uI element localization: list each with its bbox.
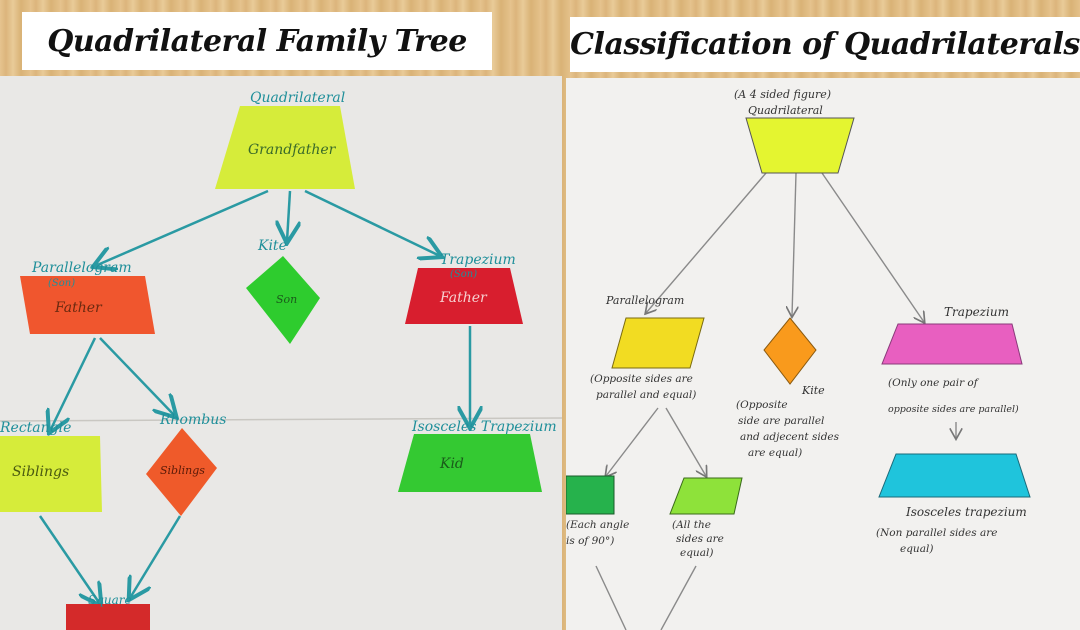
rhombus-desc-2: sides are [676, 533, 724, 545]
trapezium-note: (Son) [450, 269, 477, 280]
kite-shape [763, 317, 817, 385]
trapezium-shape [405, 268, 523, 324]
isosceles-trapezium-shape [878, 453, 1031, 498]
trapezium-role: Father [439, 290, 488, 306]
parallelogram-desc-2: parallel and equal) [596, 389, 696, 401]
rhombus-shape [669, 477, 743, 515]
trapezium-label: Trapezium [440, 252, 516, 268]
left-title: Quadrilateral Family Tree [47, 23, 467, 59]
right-title-banner: Classification of Quadrilaterals [570, 17, 1080, 72]
quadrilateral-note: (A 4 sided figure) [734, 88, 831, 101]
edge-quad-parallelogram [95, 189, 269, 266]
parallelogram-shape [20, 276, 155, 334]
edge-rhombus-down [660, 565, 697, 630]
edge-rectangle-down [595, 565, 627, 630]
kite-shape [246, 256, 320, 344]
edge-quad-trapezium [304, 189, 440, 256]
rectangle-role: Siblings [12, 464, 69, 480]
trapezium-desc-2: opposite sides are parallel) [888, 404, 1019, 415]
parallelogram-shape [611, 317, 705, 369]
rhombus-shape [146, 428, 217, 516]
quadrilateral-shape [215, 106, 355, 189]
rectangle-desc-1: (Each angle [566, 519, 629, 531]
edge-quad-trapezium [821, 172, 924, 322]
isosceles-desc-2: equal) [900, 543, 933, 555]
right-title: Classification of Quadrilaterals [570, 27, 1080, 62]
edge-quad-kite [287, 190, 290, 241]
kite-desc-3: and adjecent sides [740, 431, 840, 443]
kite-desc-1: (Opposite [736, 399, 788, 411]
parallelogram-label: Parallelogram [605, 294, 684, 307]
isosceles-trapezium-role: Kid [439, 456, 464, 472]
edge-rectangle-square [38, 515, 100, 604]
kite-desc-2: side are parallel [738, 415, 824, 427]
edge-quad-kite [792, 172, 796, 316]
rhombus-role: Siblings [160, 464, 205, 477]
rectangle-shape [0, 436, 102, 512]
isosceles-desc-1: (Non parallel sides are [876, 527, 998, 539]
quadrilateral-label: Quadrilateral [250, 90, 345, 106]
square-shape [66, 604, 150, 630]
parallelogram-label: Parallelogram [31, 260, 132, 276]
parallelogram-note: (Son) [48, 278, 75, 289]
edge-parallelogram-rhombus [99, 337, 175, 416]
square-label: Square [88, 593, 132, 607]
trapezium-shape [881, 323, 1023, 365]
rectangle-shape [566, 475, 615, 515]
isosceles-trapezium-label: Isosceles Trapezium [411, 419, 557, 435]
kite-role: Son [276, 293, 297, 306]
quadrilateral-label: Quadrilateral [748, 104, 823, 117]
right-classification-svg: (A 4 sided figure) Quadrilateral Paralle… [566, 88, 1031, 630]
edge-quad-parallelogram [646, 172, 767, 313]
edge-parallelogram-rectangle [606, 407, 659, 476]
rectangle-label: Rectangle [0, 420, 71, 436]
rectangle-desc-2: is of 90°) [566, 535, 614, 547]
rhombus-desc-1: (All the [672, 519, 711, 531]
edge-rhombus-square [130, 515, 182, 598]
rhombus-desc-3: equal) [680, 547, 713, 559]
left-tree-svg: Quadrilateral Parallelogram Kite Trapezi… [0, 90, 562, 630]
parallelogram-desc-1: (Opposite sides are [590, 373, 693, 385]
quadrilateral-shape [745, 117, 855, 174]
isosceles-trapezium-shape [398, 434, 542, 492]
parallelogram-role: Father [54, 300, 103, 316]
kite-label: Kite [801, 384, 825, 397]
left-title-banner: Quadrilateral Family Tree [22, 12, 492, 70]
trapezium-label: Trapezium [944, 305, 1009, 319]
kite-label: Kite [257, 238, 287, 254]
edge-parallelogram-rectangle [50, 337, 97, 431]
edge-parallelogram-rhombus [665, 407, 706, 476]
right-chart-paper: (A 4 sided figure) Quadrilateral Paralle… [566, 78, 1080, 630]
rhombus-label: Rhombus [159, 412, 226, 428]
isosceles-trapezium-label: Isosceles trapezium [905, 505, 1027, 519]
quadrilateral-role: Grandfather [248, 142, 337, 158]
trapezium-desc-1: (Only one pair of [888, 377, 980, 389]
left-chart-paper: Quadrilateral Parallelogram Kite Trapezi… [0, 76, 562, 630]
kite-desc-4: are equal) [748, 447, 802, 459]
